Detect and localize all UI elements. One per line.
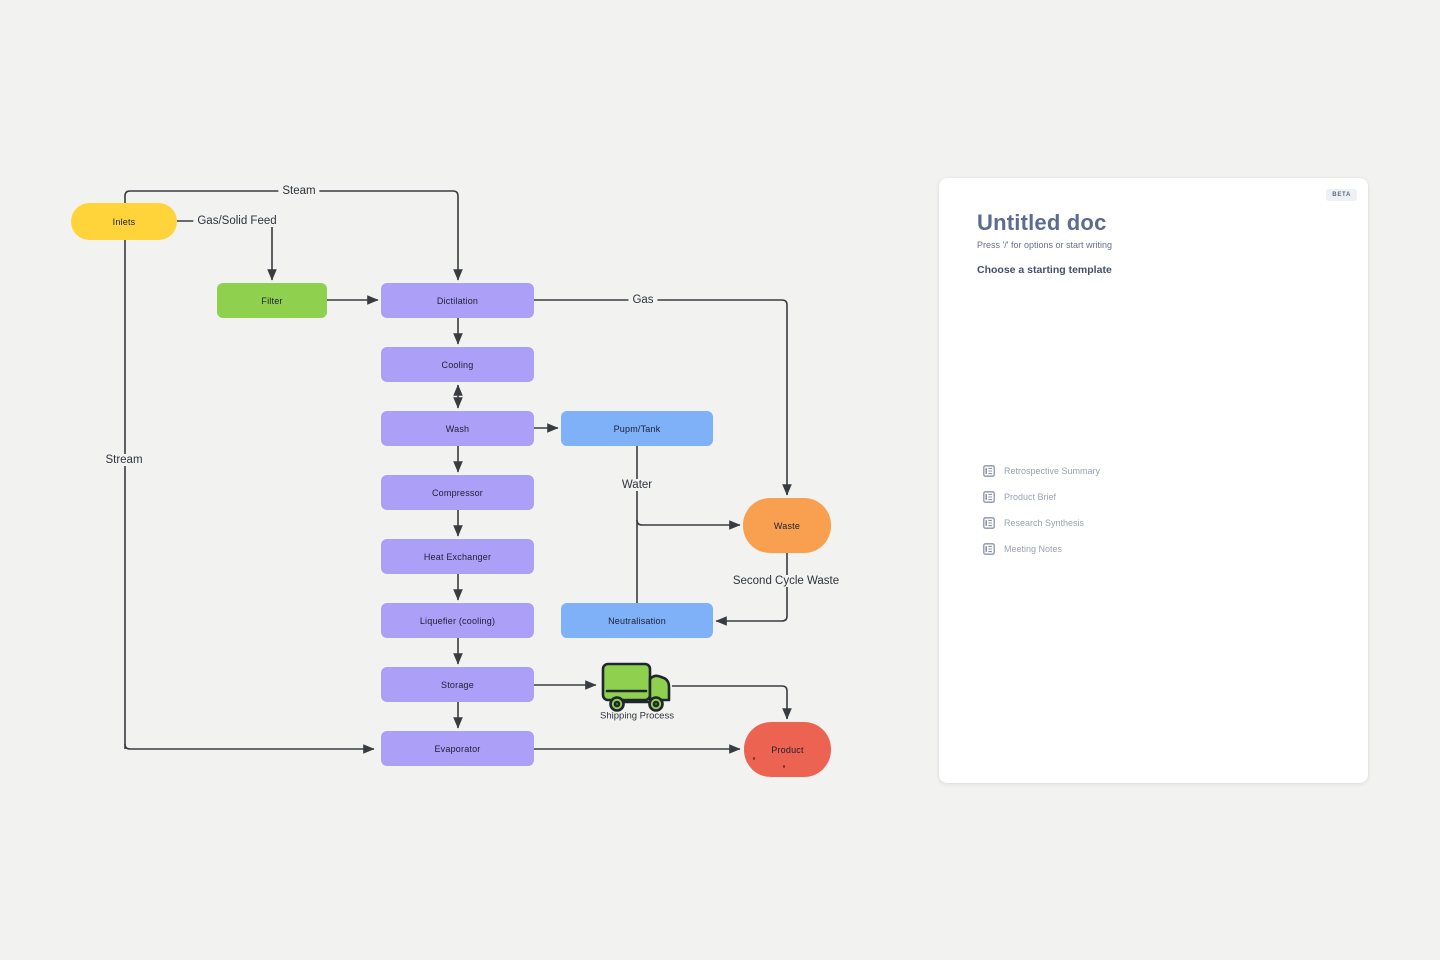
node-wash[interactable]: Wash bbox=[381, 411, 534, 446]
template-item-research-synthesis[interactable]: Research Synthesis bbox=[983, 513, 1323, 533]
doc-lines-icon bbox=[983, 517, 995, 529]
edge-gas-to-waste[interactable] bbox=[534, 299, 792, 496]
node-product[interactable]: Product bbox=[744, 722, 831, 777]
node-dictilation[interactable]: Dictilation bbox=[381, 283, 534, 318]
label-gas-solid-feed[interactable]: Gas/Solid Feed bbox=[193, 215, 281, 227]
templates-header: Choose a starting template bbox=[977, 264, 1112, 276]
doc-placeholder[interactable]: Press '/' for options or start writing bbox=[977, 240, 1112, 250]
node-liquefier[interactable]: Liquefier (cooling) bbox=[381, 603, 534, 638]
edge-water-to-waste[interactable] bbox=[636, 519, 741, 530]
doc-title[interactable]: Untitled doc bbox=[977, 210, 1107, 235]
edge-stream-to-evaporator[interactable] bbox=[124, 743, 375, 754]
label-second-cycle-waste[interactable]: Second Cycle Waste bbox=[728, 575, 844, 587]
template-item-meeting-notes[interactable]: Meeting Notes bbox=[983, 539, 1323, 559]
beta-badge: BETA bbox=[1326, 189, 1357, 201]
node-storage[interactable]: Storage bbox=[381, 667, 534, 702]
truck-icon[interactable] bbox=[599, 656, 675, 713]
doc-lines-icon bbox=[983, 543, 995, 555]
template-item-label: Research Synthesis bbox=[1004, 518, 1085, 528]
edge-gas-solid-feed[interactable] bbox=[177, 220, 277, 281]
node-product-label: Product bbox=[771, 744, 804, 755]
node-pump-tank[interactable]: Pupm/Tank bbox=[561, 411, 713, 446]
edge-truck-product[interactable] bbox=[672, 685, 792, 720]
label-shipping-process: Shipping Process bbox=[600, 710, 674, 722]
doc-lines-icon bbox=[983, 465, 995, 477]
node-neutralisation[interactable]: Neutralisation bbox=[561, 603, 713, 638]
node-heat-exchanger[interactable]: Heat Exchanger bbox=[381, 539, 534, 574]
edge-waste-neutralisation[interactable] bbox=[715, 553, 788, 626]
node-compressor[interactable]: Compressor bbox=[381, 475, 534, 510]
node-inlets[interactable]: Inlets bbox=[71, 203, 177, 240]
edge-steam[interactable] bbox=[124, 190, 463, 749]
speck bbox=[753, 757, 755, 760]
doc-panel[interactable]: BETA Untitled doc Press '/' for options … bbox=[939, 178, 1368, 783]
template-item-label: Meeting Notes bbox=[1004, 544, 1063, 554]
label-gas[interactable]: Gas bbox=[628, 294, 658, 306]
node-evaporator[interactable]: Evaporator bbox=[381, 731, 534, 766]
label-water[interactable]: Water bbox=[617, 479, 657, 491]
template-item-label: Retrospective Summary bbox=[1004, 466, 1101, 476]
label-stream[interactable]: Stream bbox=[101, 454, 147, 466]
label-steam[interactable]: Steam bbox=[278, 185, 320, 197]
template-item-retrospective-summary[interactable]: Retrospective Summary bbox=[983, 461, 1323, 481]
template-item-label: Product Brief bbox=[1004, 492, 1057, 502]
flow-connectors bbox=[124, 190, 792, 754]
template-item-product-brief[interactable]: Product Brief bbox=[983, 487, 1323, 507]
doc-lines-icon bbox=[983, 491, 995, 503]
node-filter[interactable]: Filter bbox=[217, 283, 327, 318]
node-waste[interactable]: Waste bbox=[743, 498, 831, 553]
node-cooling[interactable]: Cooling bbox=[381, 347, 534, 382]
speck bbox=[783, 765, 785, 768]
